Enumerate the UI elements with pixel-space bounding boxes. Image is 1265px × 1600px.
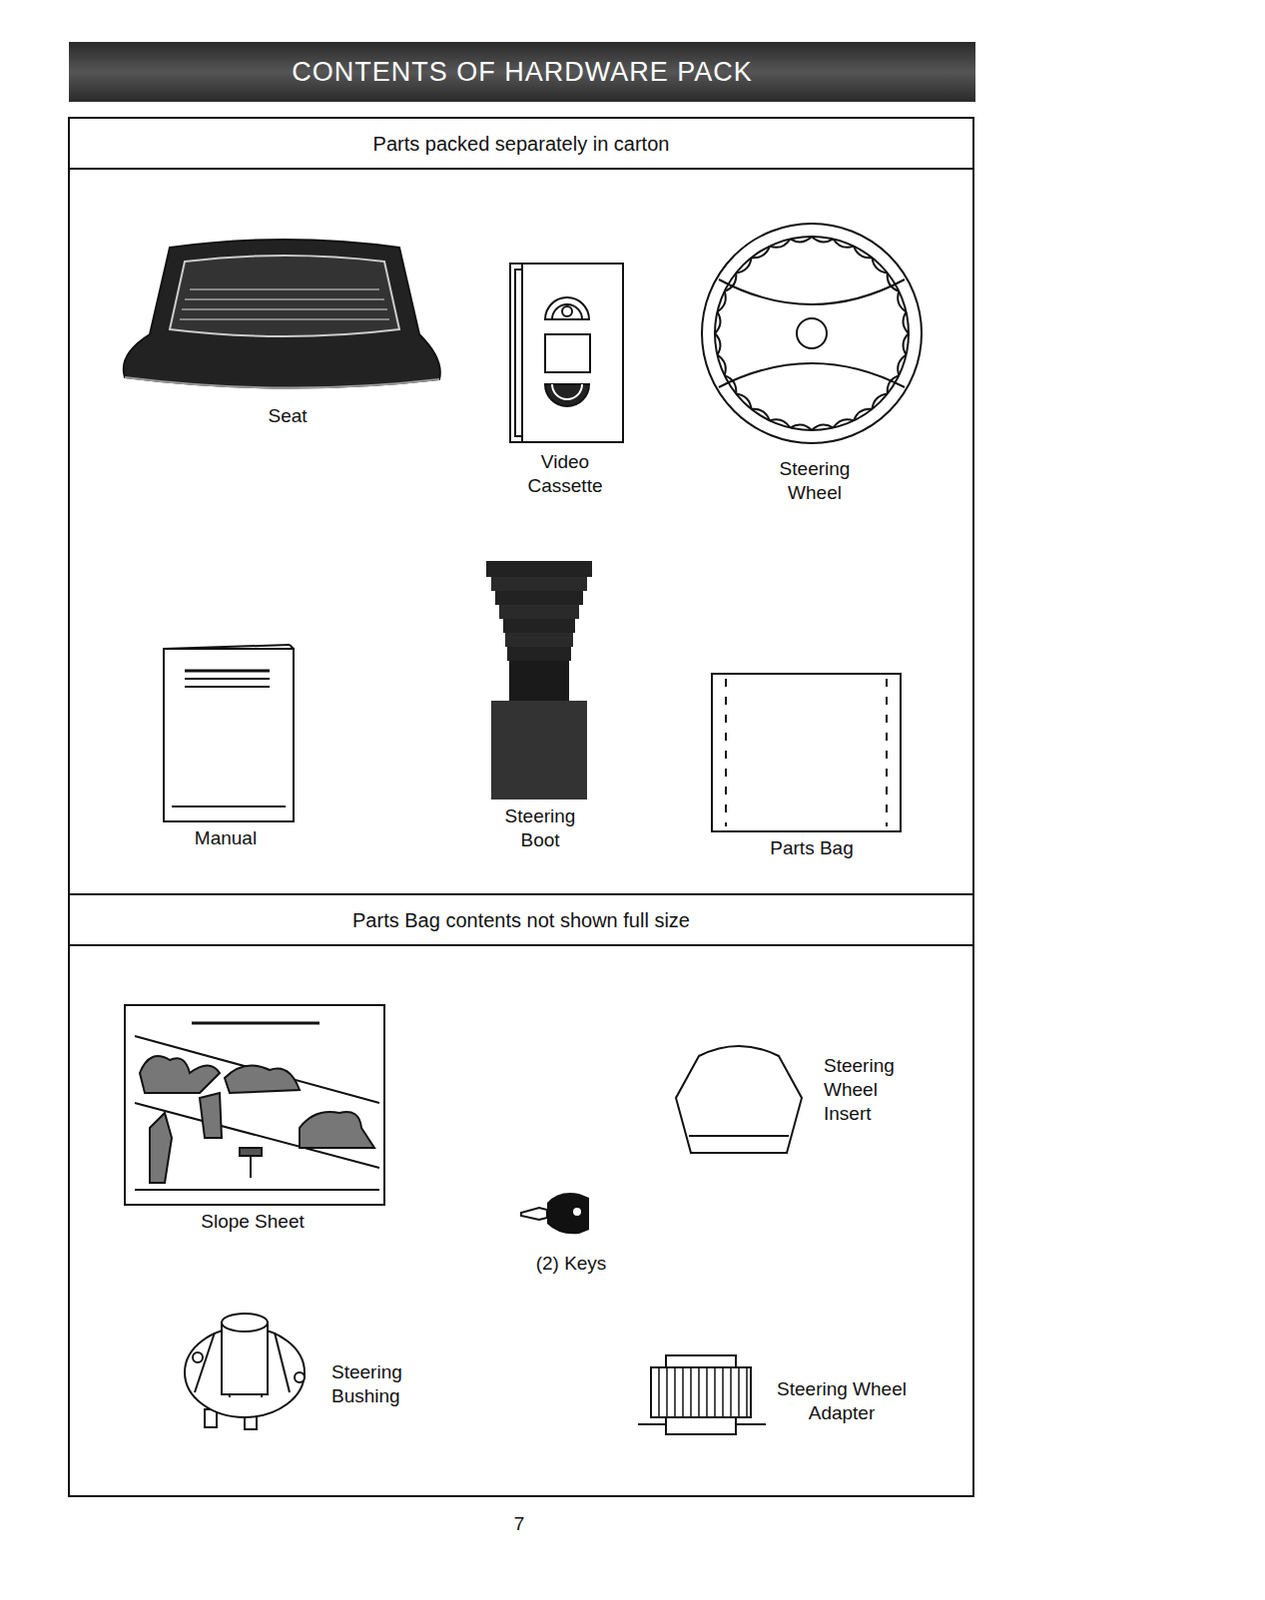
wheel-grip xyxy=(724,273,737,292)
manual-drawing xyxy=(163,644,294,822)
wheel-grip xyxy=(769,419,791,428)
wheel-grip xyxy=(897,291,906,313)
part-name: Steering Wheel xyxy=(764,457,865,506)
wheel-grip xyxy=(853,246,872,259)
steering-bushing-drawing xyxy=(184,1313,305,1430)
wheel-grip xyxy=(789,425,812,431)
page-number: 7 xyxy=(514,1512,526,1537)
wheel-grip xyxy=(853,409,872,422)
part-name: Steering Wheel Adapter xyxy=(766,1377,917,1426)
section-frame: Parts packed separately in carton xyxy=(67,116,975,896)
wheel-grip xyxy=(903,333,909,356)
part-name: Steering Boot xyxy=(495,804,586,853)
wheel-insert-drawing xyxy=(675,1046,802,1154)
part-name: Seat xyxy=(267,404,307,429)
wheel-grip xyxy=(716,291,725,313)
wheel-grip xyxy=(887,375,900,394)
wheel-grip xyxy=(887,273,900,292)
part-name: (2) Keys xyxy=(536,1252,608,1276)
wheel-grip xyxy=(751,246,770,259)
part-name: Video Cassette xyxy=(510,450,621,499)
wheel-grip xyxy=(714,311,720,334)
part-name: Parts Bag xyxy=(769,836,853,861)
wheel-grip xyxy=(751,409,770,422)
seat-drawing xyxy=(123,239,441,389)
wheel-grip xyxy=(735,257,751,273)
steering-wheel-drawing xyxy=(701,223,922,444)
steering-boot-drawing xyxy=(486,561,593,800)
wheel-grip xyxy=(769,238,791,247)
wheel-grip xyxy=(724,375,737,394)
wheel-grip xyxy=(716,355,725,377)
part-name: Manual xyxy=(194,826,257,851)
wheel-grip xyxy=(871,393,887,409)
wheel-grip xyxy=(833,419,855,428)
wheel-grip xyxy=(714,333,720,356)
parts-bag-drawing xyxy=(711,673,901,832)
page-title: CONTENTS OF HARDWARE PACK xyxy=(291,56,753,88)
wheel-grip xyxy=(735,393,751,409)
part-name: Steering Bushing xyxy=(331,1360,412,1409)
wheel-grip xyxy=(897,355,906,377)
section-heading: Parts Bag contents not shown full size xyxy=(69,895,973,947)
wheel-grip xyxy=(903,311,909,334)
key-drawing xyxy=(521,1193,590,1235)
wheel-grip xyxy=(871,257,887,273)
title-band: CONTENTS OF HARDWARE PACK xyxy=(68,41,976,102)
part-name: Slope Sheet xyxy=(200,1210,305,1235)
video-cassette-drawing xyxy=(510,263,624,443)
part-name: Steering Wheel Insert xyxy=(823,1054,904,1126)
wheel-adapter-drawing xyxy=(637,1355,766,1435)
section-heading: Parts packed separately in carton xyxy=(69,118,973,170)
wheel-grip xyxy=(811,236,834,242)
wheel-grip xyxy=(811,425,834,431)
wheel-grip xyxy=(789,236,812,242)
slope-sheet-drawing xyxy=(124,1005,385,1206)
wheel-grip xyxy=(833,238,855,247)
